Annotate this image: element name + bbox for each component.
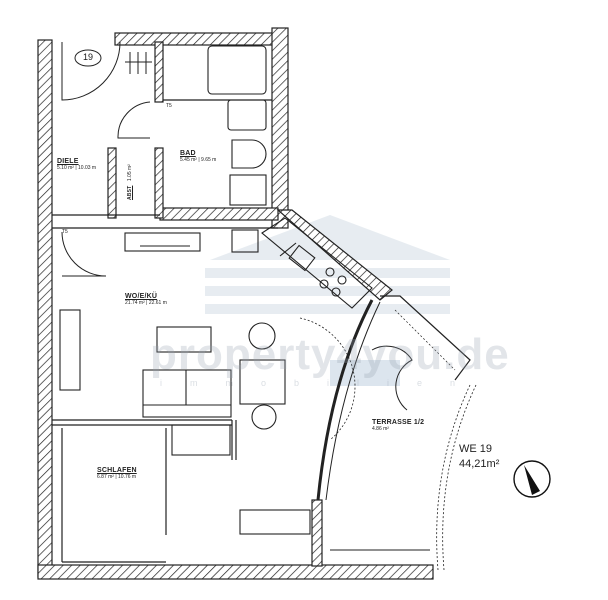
- room-label-schlafen: SCHLAFEN 6.87 m² | 10.76 m: [97, 467, 137, 480]
- door-swings: [61, 41, 151, 277]
- unit-tag: 19: [83, 52, 94, 62]
- unit-name: WE 19: [459, 443, 493, 455]
- unit-summary: WE 19 44,21m²: [459, 442, 499, 472]
- door-label: T5: [166, 103, 172, 109]
- room-label-terrasse: TERRASSE 1/2 4.86 m²: [372, 419, 425, 432]
- curved-facade: [299, 295, 477, 571]
- watermark-text: property4you.de: [150, 330, 510, 379]
- living-furniture: [59, 229, 311, 535]
- unit-tag-outline: [74, 49, 102, 67]
- interior-walls: [52, 41, 278, 563]
- watermark-house-icon: [205, 215, 450, 386]
- room-label-abst: ABST 1.05 m²: [127, 164, 133, 200]
- door-label: T5: [62, 229, 68, 235]
- room-label-diele: DIELE 5.10 m² | 10.03 m: [57, 158, 97, 171]
- room-label-bad: BAD 5.45 m² | 9.65 m: [180, 150, 217, 163]
- kitchen-counter: [261, 217, 373, 309]
- room-label-wohnen: WO/E/KÜ 21.74 m² | 22.61 m: [125, 293, 167, 306]
- exterior-walls: [37, 27, 434, 580]
- bathroom-fixtures: [207, 45, 267, 206]
- north-arrow-icon: [513, 460, 551, 498]
- watermark-subtext: immobilien: [160, 378, 484, 388]
- unit-total-area: 44,21m²: [459, 458, 500, 470]
- wardrobe: [125, 52, 152, 74]
